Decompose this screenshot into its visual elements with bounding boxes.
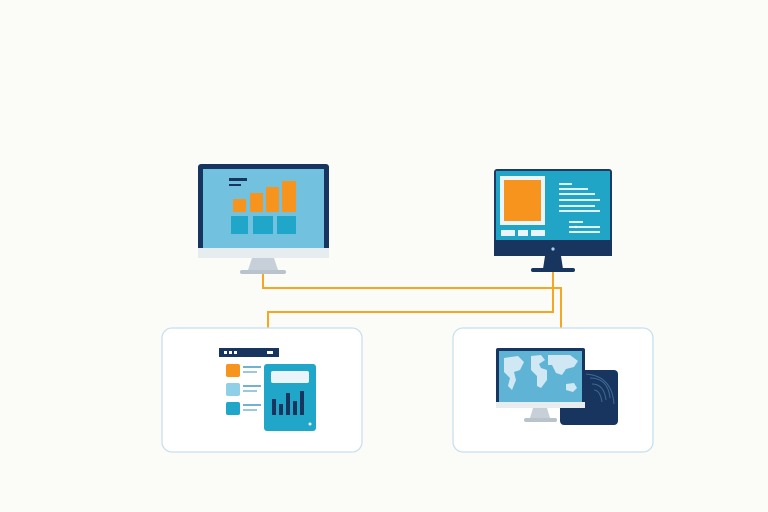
global-map-monitor: [452, 327, 654, 453]
tile: [277, 216, 296, 234]
header-line: [229, 184, 241, 186]
list-line: [243, 371, 257, 373]
document-layout-icon: [500, 176, 600, 236]
tablet-header: [271, 371, 309, 383]
button-shape: [518, 230, 528, 236]
bullet: [574, 225, 578, 229]
map-continent-asia: [548, 355, 578, 375]
connector-content-to-reports: [262, 262, 554, 346]
bar-chart-dashboard-icon: [229, 178, 296, 234]
chart-bar: [233, 199, 246, 212]
toolbar-dot: [234, 351, 237, 354]
text-line: [569, 231, 600, 233]
panel-frame: [161, 327, 363, 453]
list-thumb: [226, 402, 240, 415]
toolbar-dot: [229, 351, 232, 354]
text-line: [559, 193, 595, 195]
list-line: [243, 366, 261, 368]
content-monitor: [494, 169, 612, 272]
monitor-base: [240, 270, 286, 274]
reports-tablet: [161, 327, 363, 453]
monitor-stand: [248, 258, 278, 270]
analytics-monitor: [198, 164, 329, 274]
monitor-stand: [543, 256, 563, 269]
list-line: [243, 390, 257, 392]
report-tablet-icon: [226, 364, 316, 431]
world-map-icon: [496, 348, 618, 425]
connectors: [262, 262, 567, 346]
tablet-bar: [300, 391, 304, 415]
tablet-bar: [279, 404, 283, 415]
tablet-button: [308, 422, 312, 426]
text-line: [559, 188, 588, 190]
chart-bar: [250, 193, 263, 212]
text-line: [559, 210, 600, 212]
connector-analytics-to-map: [262, 262, 567, 340]
text-line: [559, 199, 600, 201]
list-line: [243, 409, 257, 411]
chart-bar: [266, 187, 279, 212]
map-continent-europe-africa: [531, 355, 547, 388]
monitor-chin: [496, 402, 585, 408]
monitor-base: [531, 268, 575, 272]
list-thumb: [226, 364, 240, 377]
map-continent-australia: [566, 383, 577, 392]
monitor-screen: [203, 169, 324, 248]
tile: [253, 216, 273, 234]
header-line: [229, 178, 247, 181]
tablet-bar: [293, 401, 297, 415]
monitor-base: [524, 418, 557, 422]
power-dot: [551, 247, 555, 251]
browser-toolbar: [219, 348, 279, 357]
image-block: [504, 180, 541, 221]
tablet-bar: [272, 399, 276, 415]
button-shape: [501, 230, 515, 236]
text-line: [569, 226, 600, 228]
list-line: [243, 404, 261, 406]
map-continent-americas: [504, 356, 524, 390]
text-line: [559, 205, 595, 207]
list-thumb: [226, 383, 240, 396]
toolbar-dot: [224, 351, 227, 354]
list-line: [243, 385, 261, 387]
chart-bar: [282, 181, 296, 212]
monitor-chin: [198, 248, 329, 258]
tile: [231, 216, 248, 234]
monitor-stand: [530, 408, 550, 418]
tablet-pattern: [585, 373, 615, 405]
text-line: [569, 221, 583, 223]
text-line: [559, 183, 572, 185]
tablet-bar: [286, 393, 290, 415]
button-shape: [531, 230, 545, 236]
toolbar-button: [267, 351, 273, 354]
